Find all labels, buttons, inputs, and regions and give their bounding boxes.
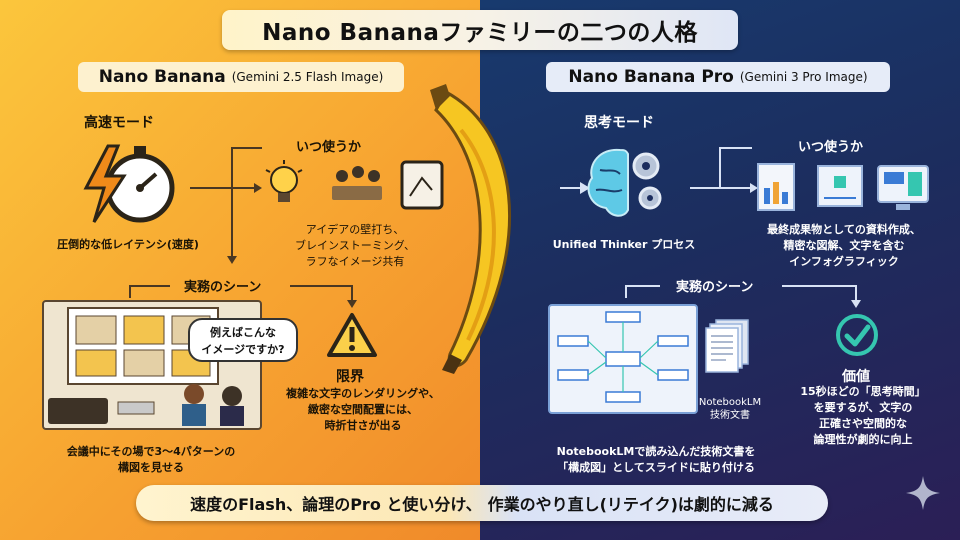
right-scene-caption: NotebookLMで読み込んだ技術文書を 「構成図」としてスライドに貼り付ける xyxy=(536,444,776,476)
left-when-caption-3: ラフなイメージ共有 xyxy=(305,255,405,268)
page-title: Nano Bananaファミリーの二つの人格 xyxy=(222,10,738,50)
left-when-label: いつ使うか xyxy=(296,140,362,155)
banana-icon xyxy=(430,84,512,374)
speech-bubble-line-1: 例えばこんな xyxy=(210,326,276,339)
value-caption-2: を要するが、文字の xyxy=(813,401,913,414)
left-when-caption: アイデアの壁打ち、 ブレインストーミング、 ラフなイメージ共有 xyxy=(270,222,440,270)
architecture-slide xyxy=(548,304,698,414)
report-document-icon xyxy=(757,163,795,211)
thinking-mode-caption: Unified Thinker プロセス xyxy=(552,238,696,251)
right-scene-caption-2: 「構成図」としてスライドに貼り付ける xyxy=(557,461,755,474)
limit-caption-2: 緻密な空間配置には、 xyxy=(308,403,418,416)
right-usecase-icons xyxy=(757,163,929,211)
brain-gear-icon xyxy=(587,148,662,217)
right-when-caption-3: インフォグラフィック xyxy=(789,255,899,268)
document-stack-icon xyxy=(705,319,749,373)
infographic-monitor-icon xyxy=(877,165,929,210)
left-scene-caption: 会議中にその場で3〜4パターンの 構図を見せる xyxy=(36,444,266,476)
summary-left: 速度のFlash、論理のPro と使い分け、 xyxy=(190,495,482,514)
right-scene-caption-1: NotebookLMで読み込んだ技術文書を xyxy=(556,445,756,458)
warning-icon xyxy=(327,313,377,357)
thinking-mode-label: 思考モード xyxy=(584,115,654,131)
left-usecase-icons xyxy=(265,160,444,210)
right-when-caption: 最終成果物としての資料作成、 精密な図解、文字を含む インフォグラフィック xyxy=(752,222,936,270)
right-scene-label: 実務のシーン xyxy=(676,280,754,295)
limit-caption-3: 時折甘さが出る xyxy=(324,419,402,432)
stopwatch-lightning-icon xyxy=(83,144,175,223)
speech-bubble-line-2: イメージですか? xyxy=(201,343,285,356)
left-header-main: Nano Banana xyxy=(98,67,226,87)
notebooklm-doc-label-1: NotebookLM xyxy=(698,397,762,408)
right-header: Nano Banana Pro (Gemini 3 Pro Image) xyxy=(546,62,890,92)
notebooklm-doc-label: NotebookLM 技術文書 xyxy=(692,396,768,422)
diagram-icon xyxy=(817,165,863,207)
left-scene-caption-1: 会議中にその場で3〜4パターンの xyxy=(66,445,236,458)
value-caption-4: 論理性が劇的に向上 xyxy=(813,433,913,446)
speech-bubble: 例えばこんな イメージですか? xyxy=(188,318,298,362)
right-header-main: Nano Banana Pro xyxy=(568,67,734,87)
left-header: Nano Banana (Gemini 2.5 Flash Image) xyxy=(78,62,404,92)
notebooklm-doc-label-2: 技術文書 xyxy=(710,410,750,421)
limit-label: 限界 xyxy=(336,369,364,385)
right-when-label: いつ使うか xyxy=(798,140,864,155)
speed-mode-caption: 圧倒的な低レイテンシ(速度) xyxy=(57,238,199,251)
right-when-caption-1: 最終成果物としての資料作成、 xyxy=(767,223,921,236)
left-header-sub: (Gemini 2.5 Flash Image) xyxy=(231,70,384,84)
summary-bar: 速度のFlash、論理のPro と使い分け、 作業のやり直し(リテイク)は劇的に… xyxy=(136,485,828,521)
architecture-diagram-icon xyxy=(557,311,689,403)
summary-right: 作業のやり直し(リテイク)は劇的に減る xyxy=(487,495,774,514)
left-when-caption-1: アイデアの壁打ち、 xyxy=(305,223,405,236)
value-caption-1: 15秒ほどの「思考時間」 xyxy=(800,385,926,398)
meeting-icon xyxy=(332,166,382,200)
checkmark-icon xyxy=(836,314,878,356)
limit-caption-1: 複雑な文字のレンダリングや、 xyxy=(286,387,440,400)
left-when-caption-2: ブレインストーミング、 xyxy=(294,239,415,252)
left-scene-label: 実務のシーン xyxy=(184,280,262,295)
right-when-caption-2: 精密な図解、文字を含む xyxy=(783,239,905,252)
left-scene-caption-2: 構図を見せる xyxy=(118,461,184,474)
value-caption: 15秒ほどの「思考時間」 を要するが、文字の 正確さや空間的な 論理性が劇的に向… xyxy=(780,384,946,448)
value-caption-3: 正確さや空間的な xyxy=(819,417,907,430)
right-header-sub: (Gemini 3 Pro Image) xyxy=(739,70,868,84)
speed-mode-label: 高速モード xyxy=(84,115,154,131)
value-label: 価値 xyxy=(842,369,870,385)
sparkle-icon xyxy=(906,476,940,510)
lightbulb-icon xyxy=(265,160,303,202)
limit-caption: 複雑な文字のレンダリングや、 緻密な空間配置には、 時折甘さが出る xyxy=(278,386,448,434)
sketch-tablet-icon xyxy=(400,160,444,210)
